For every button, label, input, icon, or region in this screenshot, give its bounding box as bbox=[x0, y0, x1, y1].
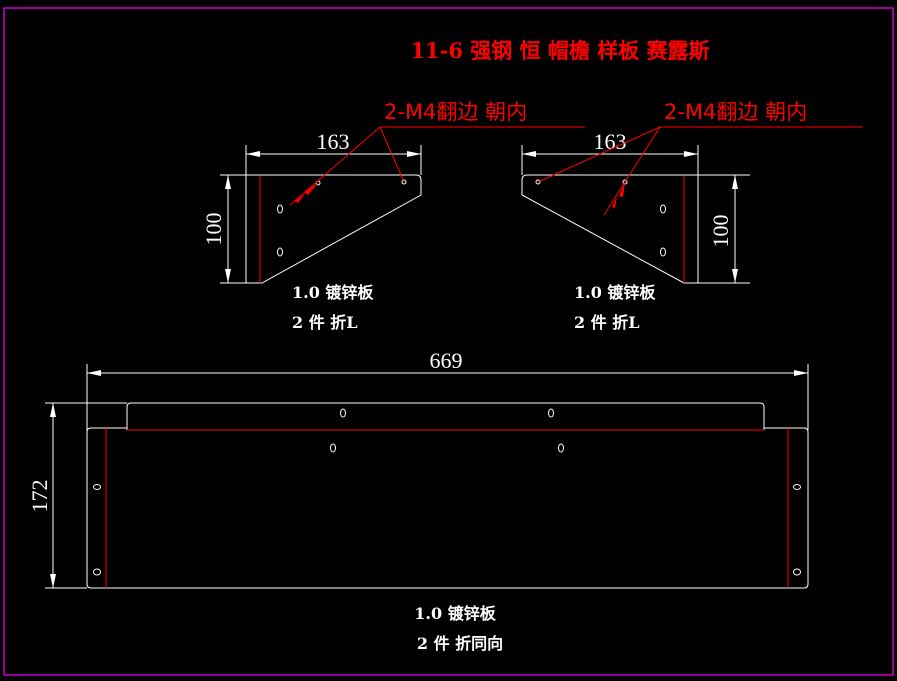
left-material: 1.0 镀锌板 bbox=[292, 283, 374, 302]
right-qty: 2 件 折L bbox=[574, 313, 640, 332]
left-height-dim: 100 bbox=[201, 213, 226, 246]
right-bracket-outline bbox=[521, 174, 750, 284]
leader-line bbox=[289, 126, 585, 206]
leader-arrow bbox=[612, 182, 625, 208]
leader-arrow bbox=[295, 183, 318, 203]
hole bbox=[340, 408, 346, 418]
drawing-title: 11-6 强钢 恒 帽檐 样板 赛露斯 bbox=[410, 38, 709, 63]
hole bbox=[93, 484, 101, 490]
right-note: 2-M4翻边 朝内 bbox=[664, 100, 807, 124]
left-qty: 2 件 折L bbox=[292, 313, 358, 332]
panel-width-dim: 669 bbox=[430, 348, 463, 373]
panel-flange bbox=[126, 402, 765, 430]
left-note: 2-M4翻边 朝内 bbox=[384, 100, 527, 124]
hole bbox=[558, 443, 564, 453]
drawing-frame bbox=[3, 7, 894, 676]
panel-height-dim: 172 bbox=[27, 480, 52, 513]
m4-hole bbox=[535, 179, 541, 185]
hole bbox=[548, 408, 554, 418]
hole bbox=[330, 443, 336, 453]
hole bbox=[660, 204, 666, 214]
m4-hole bbox=[622, 179, 628, 185]
hole bbox=[660, 247, 666, 257]
hole bbox=[93, 568, 101, 576]
right-bracket: 163 100 2-M4翻边 朝内 1.0 镀锌板 2 件 折L bbox=[521, 100, 863, 332]
leader-line bbox=[537, 125, 863, 216]
panel-material: 1.0 镀锌板 bbox=[414, 604, 496, 623]
panel: 669 172 1.0 镀锌板 2 件 折同向 bbox=[27, 348, 809, 653]
panel-outline bbox=[86, 427, 809, 589]
hole bbox=[793, 568, 801, 576]
hole bbox=[277, 204, 283, 214]
left-width-dim: 163 bbox=[317, 129, 350, 154]
hole bbox=[793, 484, 801, 490]
panel-qty: 2 件 折同向 bbox=[417, 634, 503, 653]
right-width-dim: 163 bbox=[594, 129, 627, 154]
hole bbox=[277, 247, 283, 257]
right-material: 1.0 镀锌板 bbox=[574, 283, 656, 302]
left-bracket-outline bbox=[220, 174, 422, 284]
right-height-dim: 100 bbox=[708, 215, 733, 248]
m4-hole bbox=[401, 179, 407, 185]
left-bracket: 163 100 2-M4翻边 朝内 1.0 镀锌板 2 件 折L bbox=[201, 100, 585, 332]
